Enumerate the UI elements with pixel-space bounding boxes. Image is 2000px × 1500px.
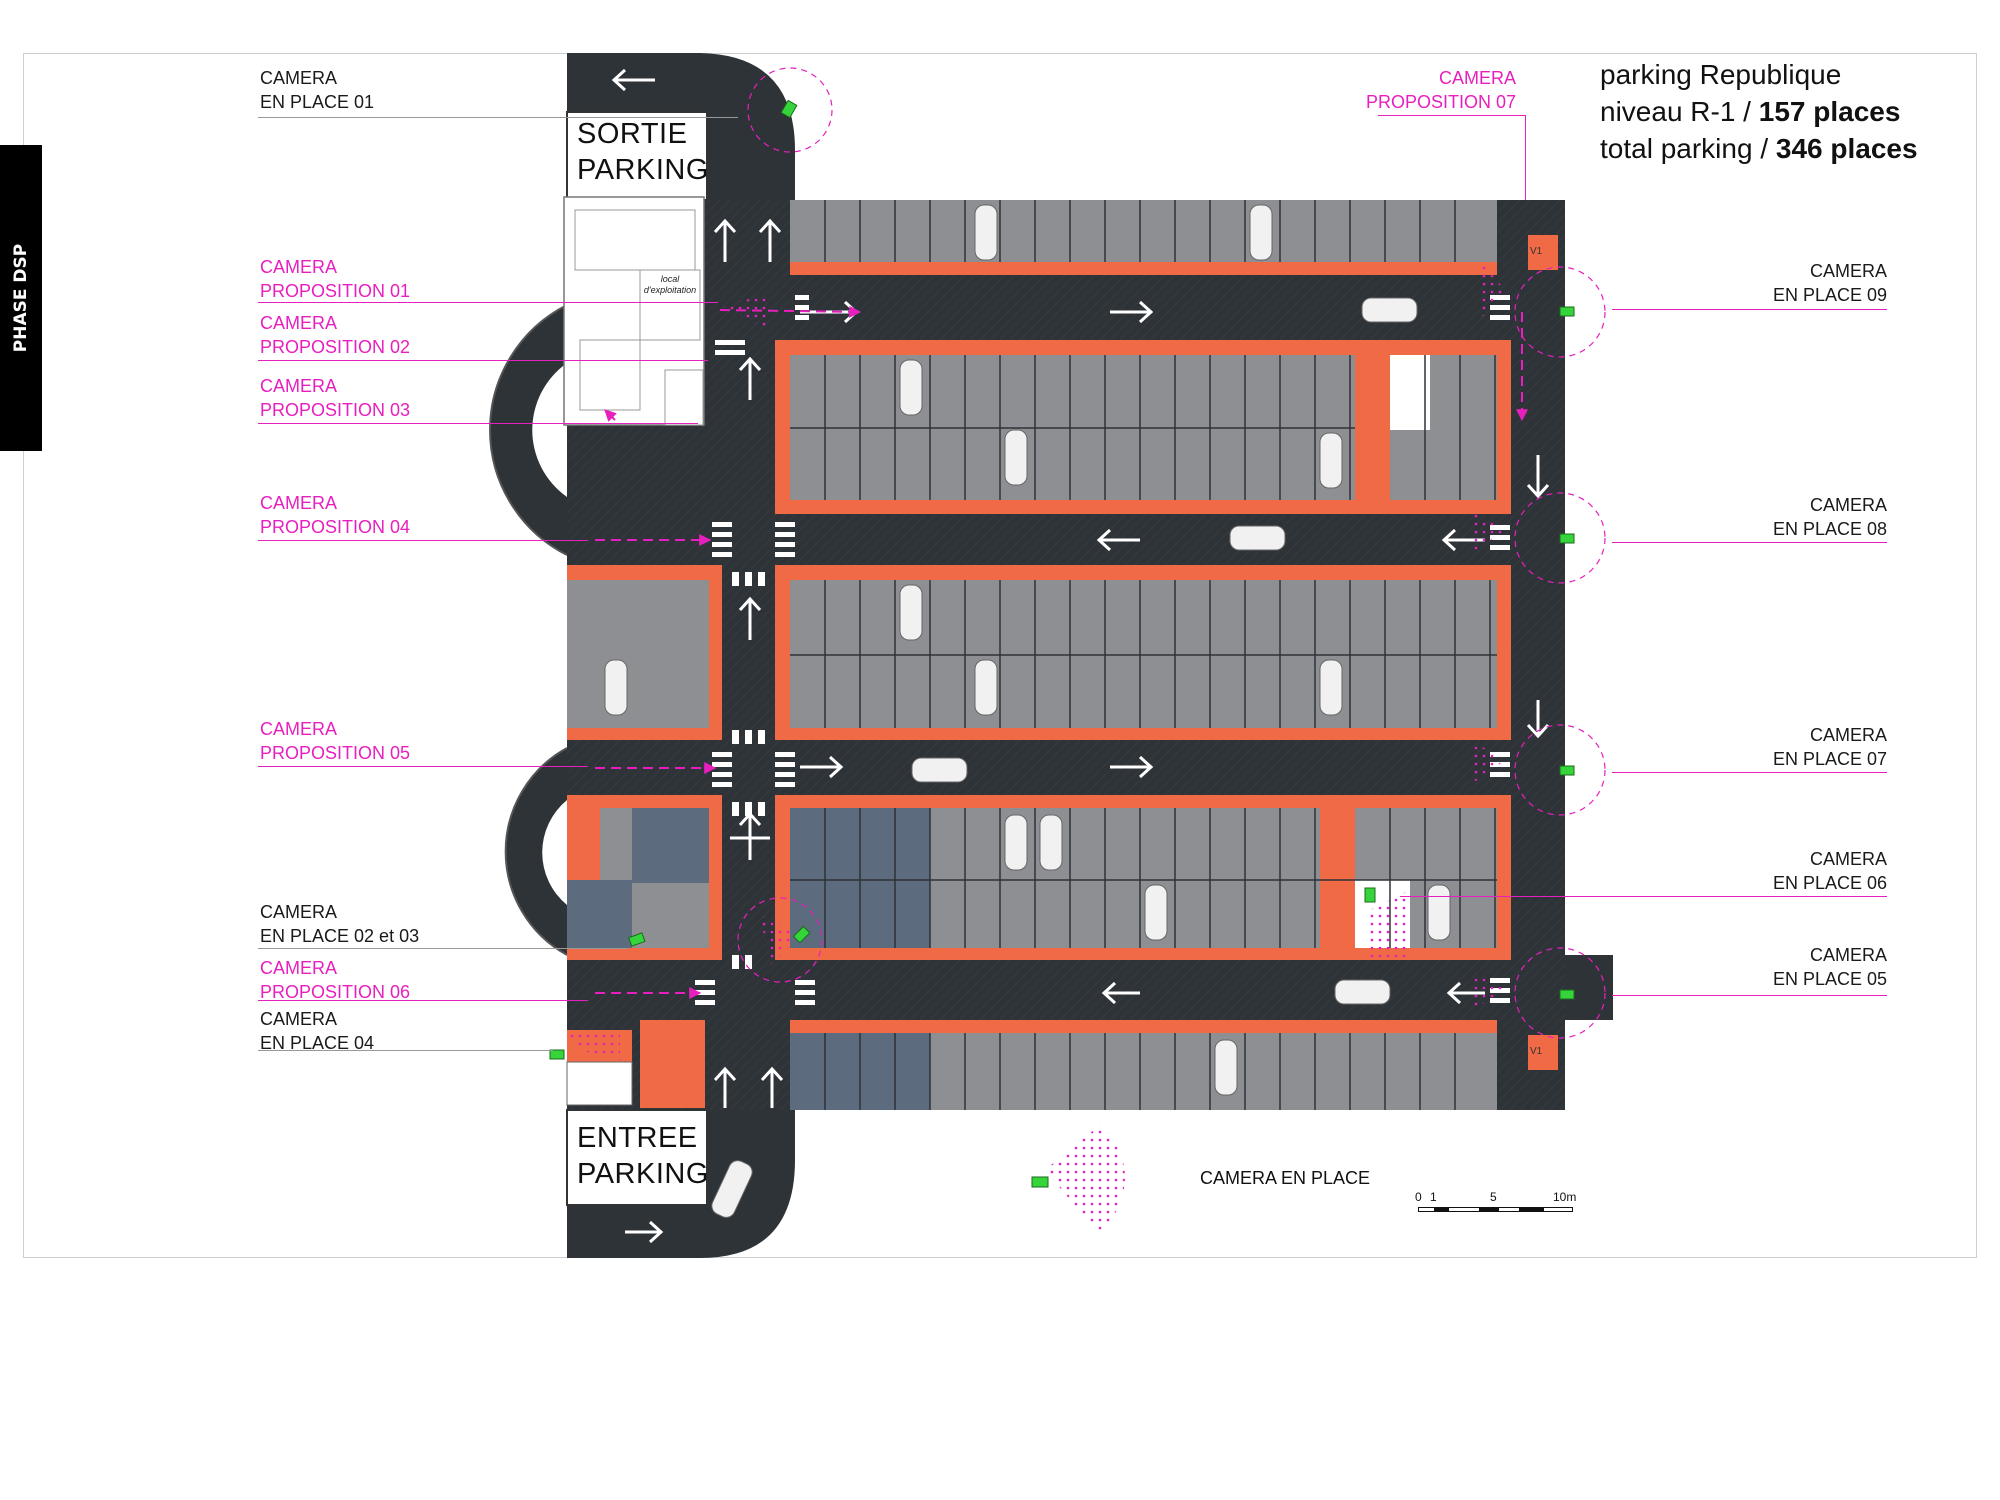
legend-camera-label: CAMERA EN PLACE [1200, 1168, 1371, 1188]
vent-room-top [1528, 235, 1558, 270]
parked-cars [604, 204, 1451, 1218]
leader-cam-ep07 [1612, 772, 1887, 773]
title-line-2: niveau R-1 / 157 places [1600, 96, 1901, 127]
leader-cam-p07 [1378, 115, 1526, 116]
scale-bar [1418, 1207, 1573, 1212]
camera-icon [792, 925, 811, 944]
proposal-cones [565, 260, 1505, 1235]
stall-row-top [790, 200, 1497, 272]
leader-cam-p04 [258, 540, 588, 541]
leader-cam-ep09 [1612, 309, 1887, 310]
ramp-bottom-left [504, 747, 568, 956]
phase-tab: PHASE DSP [0, 145, 42, 451]
leader-cam-p02 [258, 360, 708, 361]
stall-dividers [790, 200, 1497, 1110]
entry-ramp [566, 1070, 795, 1258]
legend-camera-cone [1045, 1125, 1125, 1235]
scale-tick-0: 0 [1415, 1190, 1422, 1204]
camera-icon [1364, 887, 1376, 903]
camera-icon [780, 99, 798, 119]
leader-cam-p01 [258, 302, 718, 303]
camera-icons [549, 99, 1575, 1188]
camera-icon [1559, 765, 1575, 776]
legend-camera-icon [1031, 1176, 1049, 1188]
leader-cam-p05 [258, 766, 588, 767]
camera-icon [1559, 989, 1575, 1000]
leader-cam-p03 [258, 423, 698, 424]
camera-icon [1559, 306, 1575, 317]
title-block: parking Republique niveau R-1 / 157 plac… [1600, 56, 1918, 167]
title-line-3: total parking / 346 places [1600, 133, 1918, 164]
leader-cam-ep05 [1612, 995, 1887, 996]
label-vent-bottom: V1 [1530, 1046, 1543, 1057]
proposal-arrows [595, 305, 1528, 999]
coverage-circles [737, 67, 1606, 1039]
leader-cam-p06 [258, 1000, 588, 1001]
scale-tick-5: 5 [1490, 1190, 1497, 1204]
leader-cam-ep01 [258, 117, 738, 118]
leader-cam-ep02 [258, 948, 628, 949]
leader-cam-ep04 [258, 1050, 553, 1051]
camera-icon [549, 1049, 565, 1060]
title-line-1: parking Republique [1600, 59, 1842, 90]
service-rooms [563, 196, 705, 426]
scale-tick-10: 10m [1553, 1190, 1577, 1204]
vent-room-bottom [1528, 1035, 1558, 1070]
drawing-sheet [23, 53, 1977, 1258]
leader-cam-ep06 [1400, 896, 1887, 897]
camera-icon [1559, 533, 1575, 544]
scale-tick-1: 1 [1430, 1190, 1437, 1204]
ramp-top-left [489, 304, 568, 556]
camera-icon [628, 932, 646, 947]
leader-cam-ep08 [1612, 542, 1887, 543]
leader-cam-p07-vertical [1525, 115, 1526, 200]
label-vent-top: V1 [1530, 246, 1543, 257]
